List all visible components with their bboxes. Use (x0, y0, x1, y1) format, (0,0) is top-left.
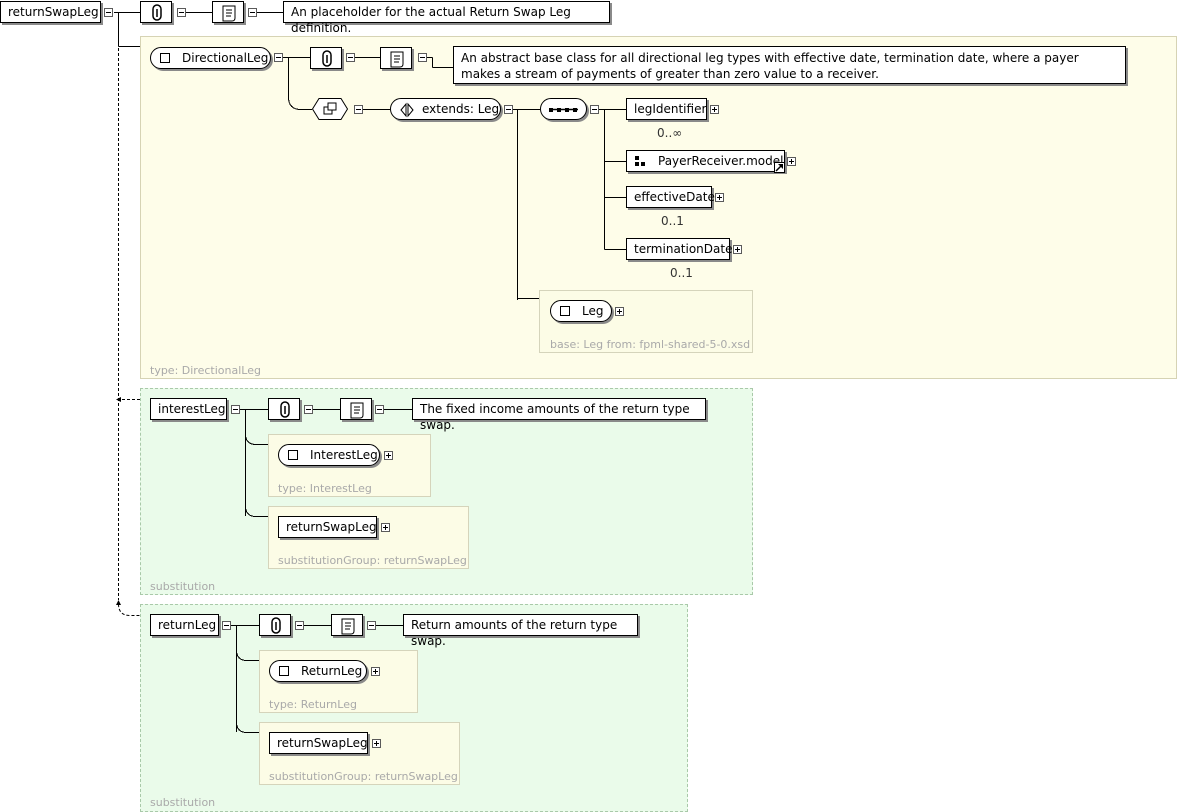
interestLeg-type-label: InterestLeg (310, 448, 378, 462)
directional-leg-label: DirectionalLeg (182, 51, 269, 65)
root-attachment-box[interactable] (140, 1, 172, 23)
directional-annotation-text: An abstract base class for all direction… (461, 51, 1079, 81)
documentation-icon (341, 618, 355, 635)
model-group-toggle[interactable] (354, 105, 363, 114)
interest-substitution-label: substitution (150, 580, 216, 593)
attachment-icon (322, 50, 332, 67)
element-legIdentifier[interactable]: legIdentifier (626, 98, 707, 120)
sequence-toggle[interactable] (590, 105, 599, 114)
interest-documentation-box[interactable] (340, 398, 372, 420)
root-documentation-toggle[interactable] (248, 8, 257, 17)
interest-documentation-toggle[interactable] (375, 405, 384, 414)
complex-type-icon (279, 666, 289, 676)
complex-type-directional-leg[interactable]: DirectionalLeg (150, 47, 271, 69)
sequence-box[interactable] (540, 98, 587, 120)
root-collapse-toggle[interactable] (104, 8, 113, 17)
terminationDate-label: terminationDate (634, 242, 733, 256)
interest-subst-name: returnSwapLeg (286, 520, 377, 534)
effectiveDate-cardinality: 0..1 (661, 214, 684, 228)
directional-documentation-box[interactable] (380, 47, 412, 69)
interest-attachment-toggle[interactable] (304, 405, 313, 414)
return-annotation-text: Return amounts of the return type swap. (411, 618, 618, 648)
documentation-icon (390, 51, 404, 68)
root-attachment-toggle[interactable] (177, 8, 186, 17)
return-subst-expand[interactable] (372, 739, 381, 748)
legIdentifier-expand[interactable] (710, 105, 719, 114)
model-group-icon (311, 98, 349, 120)
element-returnLeg[interactable]: returnLeg (150, 614, 219, 636)
interest-subst-group-label: substitutionGroup: returnSwapLeg (278, 554, 467, 567)
element-effectiveDate[interactable]: effectiveDate (626, 186, 715, 208)
attachment-icon (152, 4, 162, 21)
interest-type-label: type: InterestLeg (278, 482, 372, 495)
directional-leg-toggle[interactable] (274, 53, 283, 62)
effectiveDate-label: effectiveDate (634, 190, 715, 204)
root-annotation: An placeholder for the actual Return Swa… (283, 1, 610, 35)
complex-type-icon (160, 53, 170, 63)
interest-attachment-box[interactable] (268, 398, 300, 420)
interestLeg-toggle[interactable] (231, 405, 240, 414)
element-interestLeg[interactable]: interestLeg (150, 398, 227, 420)
return-documentation-toggle[interactable] (367, 621, 376, 630)
extends-toggle[interactable] (504, 105, 513, 114)
returnLeg-type-label: ReturnLeg (301, 664, 363, 678)
interest-substitution-group-element[interactable]: returnSwapLeg (278, 516, 377, 538)
attachment-icon (280, 401, 290, 418)
directional-annotation: An abstract base class for all direction… (453, 46, 1126, 84)
group-PayerReceiver-model[interactable]: PayerReceiver.model (626, 150, 785, 173)
return-substitution-group-element[interactable]: returnSwapLeg (269, 732, 368, 754)
extension-icon (400, 102, 414, 118)
return-type-label: type: ReturnLeg (269, 698, 357, 711)
return-subst-group-label: substitutionGroup: returnSwapLeg (269, 770, 458, 783)
group-ref-icon (635, 156, 645, 166)
directional-documentation-toggle[interactable] (418, 53, 427, 62)
interestLeg-type-expand[interactable] (384, 451, 393, 460)
attachment-icon (271, 617, 281, 634)
leg-base-label: base: Leg from: fpml-shared-5-0.xsd (550, 338, 751, 351)
returnLeg-type-expand[interactable] (371, 667, 380, 676)
directional-type-label: type: DirectionalLeg (150, 364, 261, 377)
terminationDate-expand[interactable] (733, 245, 742, 254)
legIdentifier-label: legIdentifier (634, 102, 707, 116)
return-attachment-toggle[interactable] (295, 621, 304, 630)
root-element-label: returnSwapLeg (8, 5, 99, 19)
element-terminationDate[interactable]: terminationDate (626, 238, 733, 260)
returnLeg-label: returnLeg (158, 618, 217, 632)
PayerReceiver-model-expand[interactable] (787, 157, 796, 166)
directional-attachment-box[interactable] (310, 47, 342, 69)
complex-type-interestLeg[interactable]: InterestLeg (278, 444, 380, 466)
return-subst-name: returnSwapLeg (277, 736, 368, 750)
root-annotation-text: An placeholder for the actual Return Swa… (291, 5, 571, 35)
return-substitution-label: substitution (150, 796, 216, 809)
returnLeg-toggle[interactable] (222, 621, 231, 630)
complex-type-leg[interactable]: Leg (550, 300, 612, 322)
reference-arrow-icon (774, 162, 785, 173)
PayerReceiver-model-label: PayerReceiver.model (658, 154, 784, 168)
terminationDate-cardinality: 0..1 (670, 266, 693, 280)
extends-label: extends: Leg (422, 102, 500, 116)
complex-type-returnLeg[interactable]: ReturnLeg (269, 660, 367, 682)
interest-annotation: The fixed income amounts of the return t… (412, 398, 706, 432)
documentation-icon (350, 402, 364, 419)
sequence-icon (549, 108, 578, 112)
interest-annotation-text: The fixed income amounts of the return t… (420, 402, 690, 432)
return-attachment-box[interactable] (259, 614, 291, 636)
return-documentation-box[interactable] (331, 614, 363, 636)
interest-subst-expand[interactable] (381, 523, 390, 532)
return-annotation: Return amounts of the return type swap. (403, 614, 638, 648)
model-group-box[interactable] (311, 98, 349, 120)
effectiveDate-expand[interactable] (715, 193, 724, 202)
complex-type-icon (560, 306, 570, 316)
leg-label: Leg (582, 304, 604, 318)
directional-attachment-toggle[interactable] (346, 53, 355, 62)
complex-type-icon (288, 450, 298, 460)
root-documentation-box[interactable] (212, 1, 244, 23)
interestLeg-label: interestLeg (158, 402, 226, 416)
extends-leg-box[interactable]: extends: Leg (390, 98, 501, 120)
root-element-returnSwapLeg[interactable]: returnSwapLeg (0, 1, 101, 23)
leg-expand[interactable] (615, 307, 624, 316)
legIdentifier-cardinality: 0..∞ (657, 126, 683, 140)
documentation-icon (222, 5, 236, 22)
